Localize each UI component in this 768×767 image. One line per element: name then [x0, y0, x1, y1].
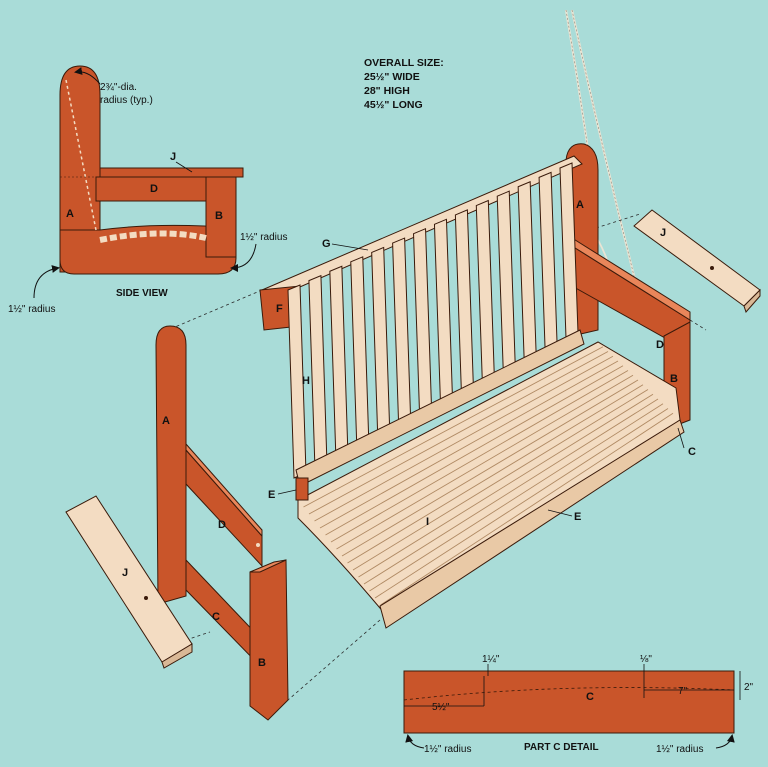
seat-slat-line — [369, 403, 664, 592]
label-i: I — [426, 516, 429, 528]
label-e-left: E — [268, 489, 275, 501]
part-c-radius-right: 1½" radius — [656, 744, 703, 755]
seat-slat-line — [330, 370, 629, 543]
side-view-label-d: D — [150, 183, 158, 195]
overall-size-wide: 25½" WIDE — [364, 71, 420, 83]
label-j-right: J — [660, 227, 666, 239]
seat-slat-line — [303, 346, 604, 508]
side-view-label-a: A — [66, 208, 74, 220]
back-slat — [496, 190, 516, 372]
part-c-dim-2: ⅛" — [640, 654, 652, 665]
side-view-top-arrow — [74, 67, 101, 85]
seat-slat-line — [363, 398, 659, 585]
side-view-drawing — [59, 65, 244, 275]
side-view-radius-left: 1½" radius — [8, 304, 55, 315]
assembly-lines — [167, 213, 707, 701]
back-slat — [475, 199, 495, 382]
part-c-dim-1: 1¼" — [482, 653, 500, 665]
overall-size-long: 45½" LONG — [364, 99, 423, 111]
part-c-dim-3: 5½" — [432, 702, 450, 713]
back-slat — [413, 227, 433, 415]
label-f: F — [276, 303, 283, 315]
seat-slat-line — [341, 379, 639, 557]
overall-size-high: 28" HIGH — [364, 85, 410, 97]
seat-slat-line — [347, 384, 644, 564]
part-c-dim-4: 7" — [678, 686, 688, 697]
seat-slat-line — [336, 374, 634, 550]
label-g: G — [322, 238, 331, 250]
label-e-front: E — [574, 511, 581, 523]
seat-slat-line — [374, 408, 669, 599]
label-d-left: D — [218, 519, 226, 531]
label-a-left: A — [162, 415, 170, 427]
seat-slat-line — [314, 355, 614, 522]
left-side-assembly — [155, 325, 289, 721]
label-b-left: B — [258, 657, 266, 669]
back-slat — [350, 256, 370, 447]
back-slat — [433, 218, 453, 404]
back-slat — [538, 171, 558, 350]
seat-slat-line — [358, 393, 654, 578]
part-c-caption: PART C DETAIL — [524, 742, 599, 753]
back-slat — [517, 181, 537, 361]
side-view-label-j: J — [170, 151, 176, 163]
part-c-dim-5: 2" — [744, 682, 754, 693]
back-slat — [308, 274, 328, 468]
seat-slat-line — [352, 389, 649, 571]
label-d-right: D — [656, 339, 664, 351]
side-view-note-diameter: 2¾"-dia. — [100, 82, 137, 93]
part-c-detail-drawing — [403, 670, 741, 734]
swing-main-assembly — [259, 143, 691, 629]
seat-slat-line — [325, 365, 624, 536]
back-slat — [454, 209, 474, 393]
back-slat — [392, 237, 412, 425]
side-view-note-radius-typ: radius (typ.) — [100, 95, 153, 106]
side-view-caption: SIDE VIEW — [116, 288, 168, 299]
label-j-left: J — [122, 567, 128, 579]
label-b-right: B — [670, 373, 678, 385]
label-h: H — [302, 375, 310, 387]
label-a-right: A — [576, 199, 584, 211]
label-c-right: C — [688, 446, 696, 458]
overall-size-heading: OVERALL SIZE: — [364, 57, 444, 69]
label-c-left: C — [212, 611, 220, 623]
back-slat — [371, 246, 391, 436]
side-view-radius-right: 1½" radius — [240, 232, 287, 243]
seat-slat-line — [319, 360, 619, 529]
seat-slat-line — [308, 351, 609, 515]
back-slat — [329, 265, 349, 458]
part-c-radius-left: 1½" radius — [424, 744, 471, 755]
part-c-label: C — [586, 691, 594, 703]
seat-slat-line — [380, 412, 674, 606]
side-view-label-b: B — [215, 210, 223, 222]
